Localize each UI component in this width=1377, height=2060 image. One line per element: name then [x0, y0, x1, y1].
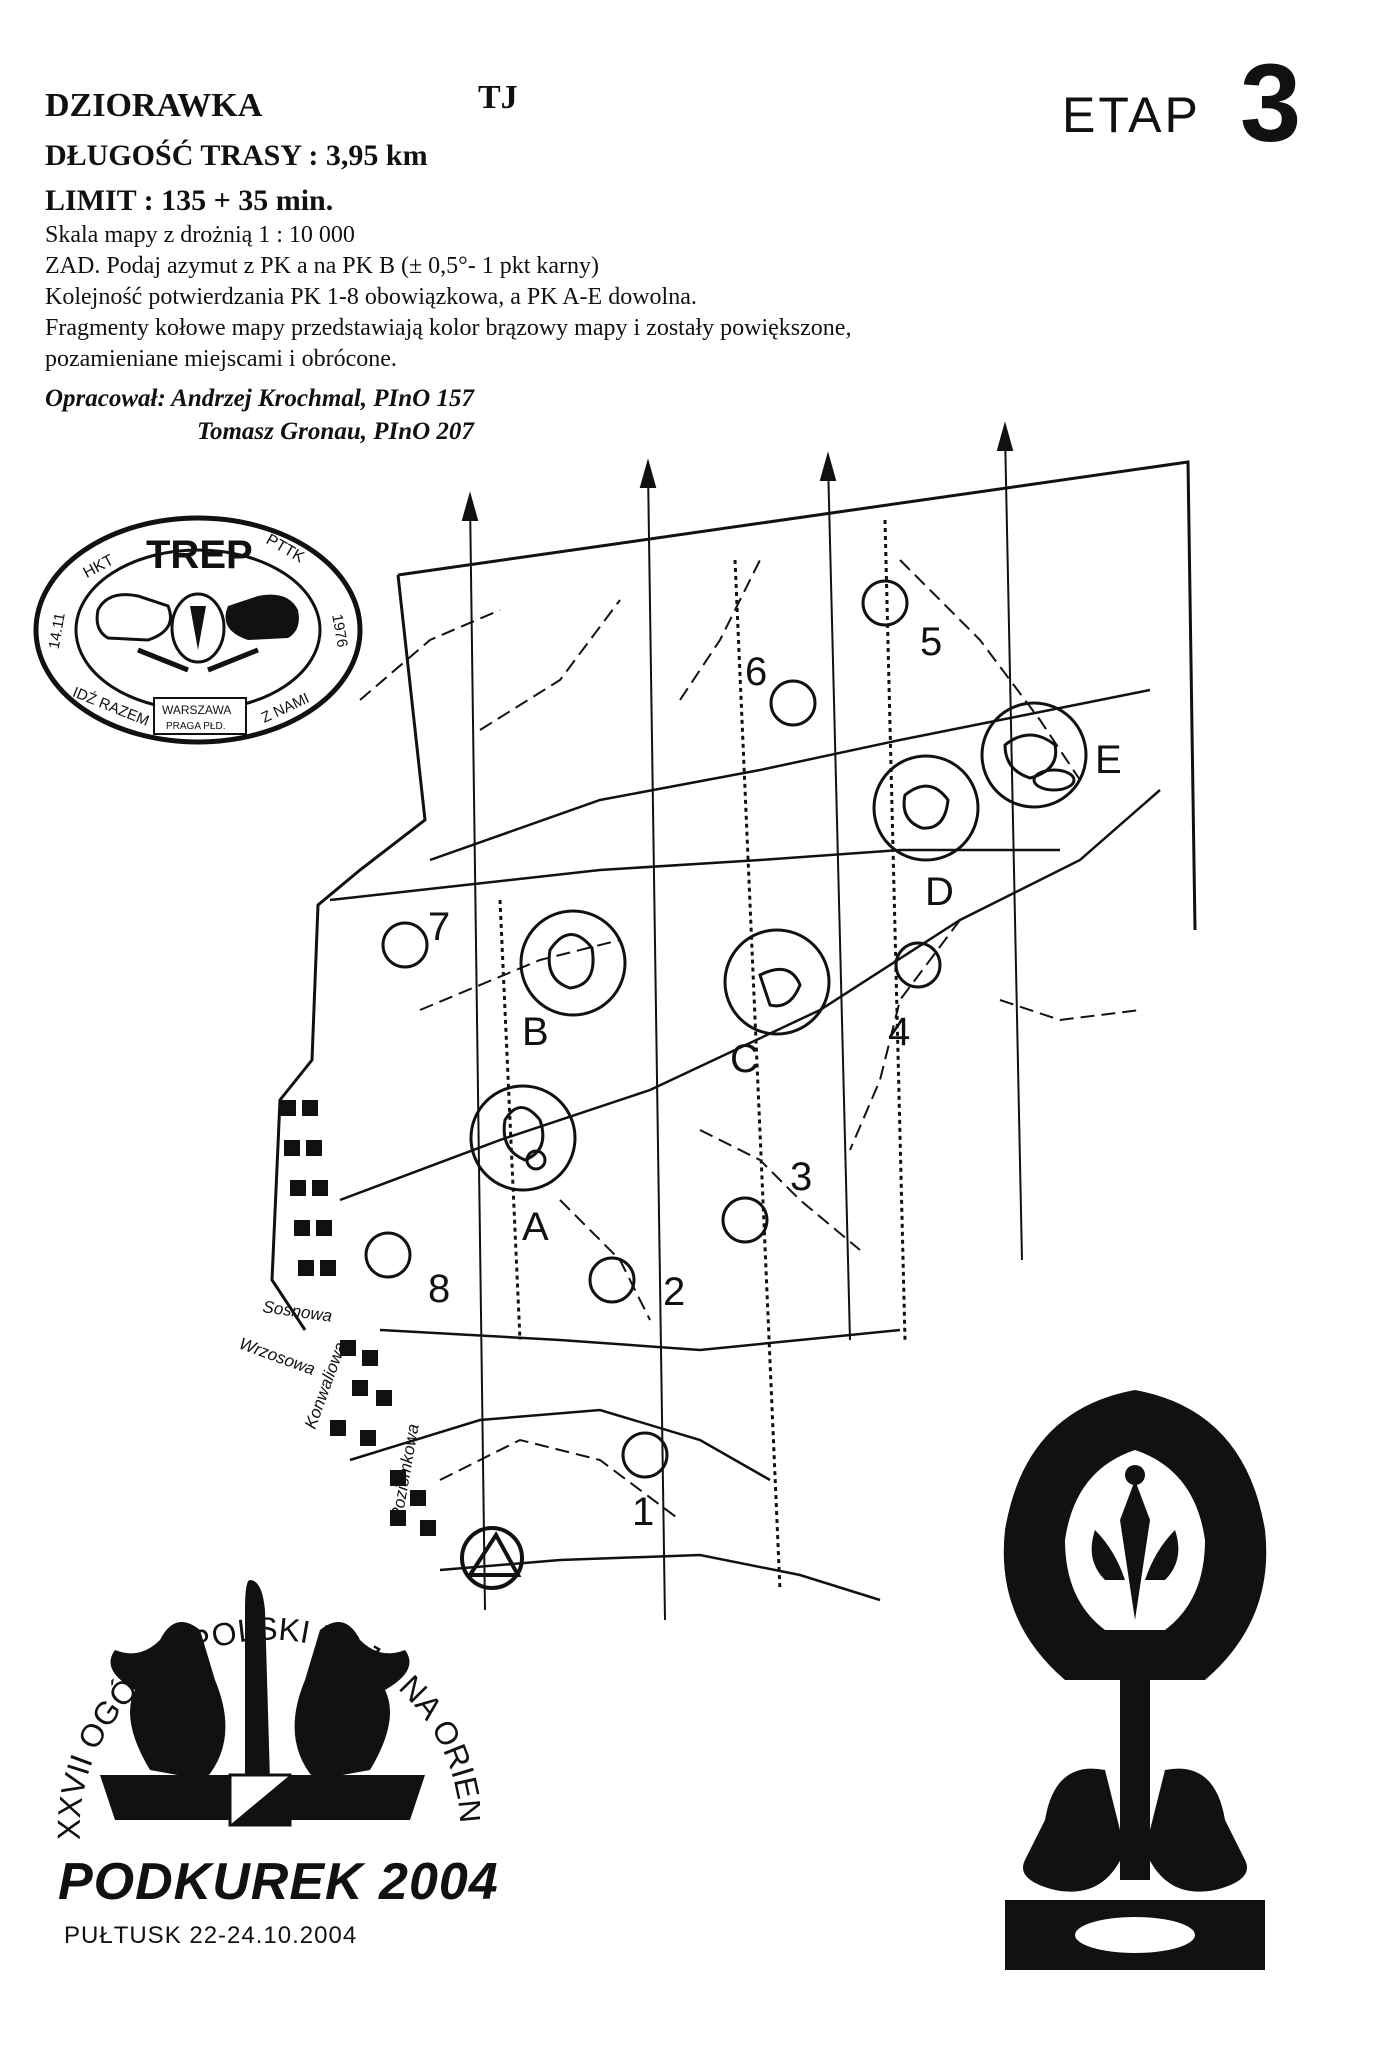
- street-label: Sosnowa: [261, 1297, 333, 1326]
- author-2: Tomasz Gronau, PInO 207: [197, 418, 474, 445]
- event-name: PODKUREK 2004: [58, 1853, 499, 1911]
- control-label: B: [522, 1010, 549, 1054]
- order-rules: Kolejność potwierdzania PK 1-8 obowiązko…: [45, 284, 697, 310]
- task-description: ZAD. Podaj azymut z PK a na PK B (± 0,5°…: [45, 253, 600, 279]
- map-scale: Skala mapy z drożnią 1 : 10 000: [45, 222, 355, 248]
- fragments: [469, 701, 1088, 1192]
- club-logo-date: 14.11: [46, 611, 69, 650]
- category-code: TJ: [478, 79, 518, 116]
- club-logo-city: WARSZAWA: [162, 703, 231, 717]
- north-line: [827, 461, 851, 1341]
- north-arrow-icon: [461, 491, 479, 521]
- bird-icon: [100, 1580, 425, 1820]
- control-label: 8: [428, 1267, 450, 1311]
- control-circle: [364, 1231, 412, 1279]
- control-label: 7: [428, 905, 450, 949]
- houses: [280, 1100, 436, 1536]
- map-boundary: [270, 460, 1197, 1331]
- control-circle: [861, 579, 909, 627]
- control-label: 2: [663, 1270, 685, 1314]
- fragment-circle: [872, 754, 980, 862]
- street-label: Konwaliowa: [301, 1340, 350, 1432]
- control-label: D: [925, 870, 954, 914]
- folk-papercut-tree: [1003, 1390, 1267, 1970]
- north-arrow-icon: [639, 458, 657, 488]
- north-lines: [461, 421, 1023, 1621]
- paths: [359, 559, 1141, 1521]
- author-1: Opracował: Andrzej Krochmal, PInO 157: [45, 385, 474, 412]
- rides: [498, 519, 907, 1591]
- control-label: 1: [632, 1490, 654, 1534]
- time-limit: LIMIT : 135 + 35 min.: [45, 184, 334, 217]
- fragment-circle: [519, 909, 627, 1017]
- control-circle: [769, 679, 817, 727]
- control-circle: [621, 1431, 669, 1479]
- fragments-note: Fragmenty kołowe mapy przedstawiają kolo…: [45, 315, 852, 341]
- control-label: 6: [745, 650, 767, 694]
- stage-number: 3: [1240, 42, 1302, 165]
- north-line: [1004, 431, 1023, 1261]
- control-circle: [721, 1196, 769, 1244]
- fragment-circle: [723, 928, 831, 1036]
- event-place-date: PUŁTUSK 22-24.10.2004: [64, 1922, 358, 1949]
- control-circle: [894, 941, 942, 989]
- event-logo: XXVII OGÓLNOPOLSKI RAJD NA ORIENTACJĘ: [40, 1520, 480, 1840]
- control-label: C: [730, 1037, 759, 1081]
- control-circle: [588, 1256, 636, 1304]
- controls: [364, 579, 942, 1479]
- club-logo-district: PRAGA PŁD.: [166, 721, 225, 732]
- control-circle: [381, 921, 429, 969]
- orienteering-map: Sosnowa Wrzosowa Konwaliowa Poziomkowa: [237, 421, 1197, 1621]
- north-arrow-icon: [819, 451, 837, 481]
- control-label: 4: [888, 1010, 910, 1054]
- north-line: [469, 499, 486, 1611]
- control-label: 5: [920, 620, 942, 664]
- fragments-note-2: pozamieniane miejscami i obrócone.: [45, 346, 397, 372]
- control-label: A: [522, 1205, 549, 1249]
- course-name: DZIORAWKA: [45, 87, 263, 124]
- course-length: DŁUGOŚĆ TRASY : 3,95 km: [45, 139, 428, 172]
- north-arrow-icon: [996, 421, 1014, 451]
- stage-word: ETAP: [1062, 87, 1201, 143]
- club-logo-year: 1976: [328, 613, 351, 649]
- control-label: E: [1095, 738, 1122, 782]
- north-line: [647, 469, 666, 1621]
- start-triangle-icon: [460, 1526, 524, 1590]
- club-logo-name: TREP: [146, 533, 253, 577]
- club-logo: TREP HKT PTTK 14.11 1976 IDŹ RAZEM Z NAM…: [33, 515, 363, 745]
- fragment-circle: [980, 701, 1088, 809]
- fragment-circle: [469, 1084, 577, 1192]
- control-label: 3: [790, 1155, 812, 1199]
- control-labels: 1 2 3 4 5 6 7 8 A B C D E: [428, 620, 1122, 1534]
- street-label: Wrzosowa: [237, 1334, 318, 1379]
